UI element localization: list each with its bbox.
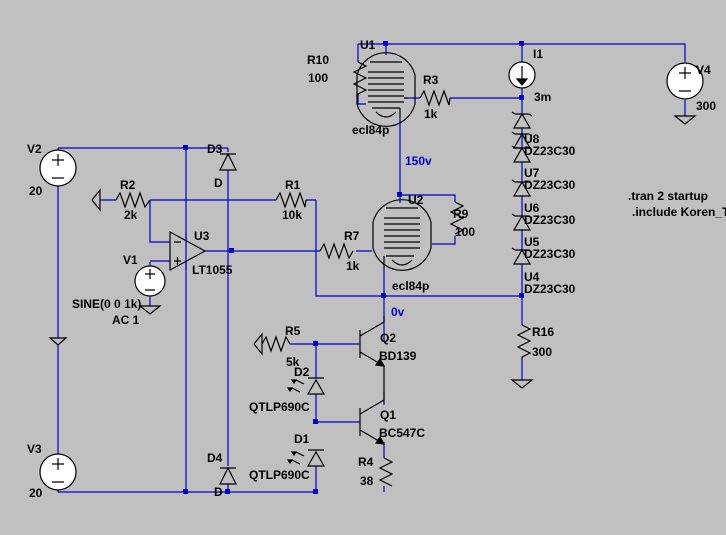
r10-name: R10 bbox=[307, 53, 329, 67]
v3-name: V3 bbox=[27, 442, 42, 456]
r2-value: 2k bbox=[124, 208, 138, 222]
led-d2[interactable] bbox=[286, 377, 326, 395]
component-labels: U1 ecl84p R10 100 R3 1k I1 3m V4 300 U8 … bbox=[27, 38, 716, 500]
q1-value: BC547C bbox=[379, 426, 425, 440]
i1-name: I1 bbox=[533, 47, 543, 61]
d3-value: D bbox=[214, 176, 223, 190]
v1-name: V1 bbox=[123, 253, 138, 267]
zener-chain-top bbox=[511, 111, 533, 129]
diode-d3[interactable] bbox=[219, 152, 237, 171]
resistor-r10[interactable] bbox=[352, 61, 368, 96]
v3-value: 20 bbox=[29, 486, 43, 500]
q2-value: BD139 bbox=[379, 349, 417, 363]
r5-value: 5k bbox=[286, 355, 300, 369]
r3-value: 1k bbox=[424, 107, 438, 121]
resistor-r1[interactable] bbox=[275, 191, 307, 209]
v2-name: V2 bbox=[27, 142, 42, 156]
net-label-150v: 150v bbox=[405, 154, 432, 168]
d4-name: D4 bbox=[207, 451, 223, 465]
u1-value: ecl84p bbox=[352, 123, 389, 137]
v1-ac: AC 1 bbox=[112, 313, 140, 327]
d2-name: D2 bbox=[294, 365, 310, 379]
r3-name: R3 bbox=[423, 73, 439, 87]
u6-value: DZ23C30 bbox=[524, 213, 576, 227]
u6-name: U6 bbox=[524, 201, 540, 215]
r1-value: 10k bbox=[282, 208, 302, 222]
tube-u2[interactable] bbox=[372, 199, 432, 271]
spice-directives: .tran 2 startup .include Koren_T bbox=[628, 189, 726, 219]
opamp-u3[interactable] bbox=[169, 230, 207, 272]
r2-name: R2 bbox=[120, 178, 136, 192]
u2-name: U2 bbox=[408, 193, 424, 207]
u2-value: ecl84p bbox=[392, 279, 429, 293]
r10-value: 100 bbox=[308, 71, 328, 85]
resistor-r3[interactable] bbox=[419, 89, 451, 107]
d1-name: D1 bbox=[294, 432, 310, 446]
d1-value: QTLP690C bbox=[249, 468, 310, 482]
d4-value: D bbox=[214, 485, 223, 499]
v4-name: V4 bbox=[696, 63, 711, 77]
u8-name: U8 bbox=[524, 132, 540, 146]
u5-name: U5 bbox=[524, 235, 540, 249]
r5-name: R5 bbox=[285, 324, 301, 338]
net-label-0v: 0v bbox=[391, 305, 405, 319]
u7-name: U7 bbox=[524, 166, 540, 180]
r4-name: R4 bbox=[358, 455, 374, 469]
v1-value: SINE(0 0 1k) bbox=[72, 297, 141, 311]
u4-value: DZ23C30 bbox=[524, 282, 576, 296]
v2-value: 20 bbox=[29, 184, 43, 198]
zener-u5[interactable] bbox=[511, 213, 533, 231]
r16-value: 300 bbox=[532, 345, 552, 359]
resistor-r9[interactable] bbox=[449, 201, 465, 235]
current-source-i1[interactable] bbox=[508, 61, 536, 89]
q2-name: Q2 bbox=[380, 331, 396, 345]
resistor-r4[interactable] bbox=[378, 457, 394, 487]
u3-name: U3 bbox=[194, 229, 210, 243]
voltage-source-v4[interactable] bbox=[666, 62, 704, 100]
u4-name: U4 bbox=[524, 270, 540, 284]
voltage-source-v2[interactable] bbox=[39, 149, 77, 187]
v4-value: 300 bbox=[696, 99, 716, 113]
directive-tran: .tran 2 startup bbox=[628, 189, 708, 203]
r4-value: 38 bbox=[360, 474, 374, 488]
u3-value: LT1055 bbox=[192, 263, 233, 277]
transistor-q2[interactable] bbox=[359, 316, 386, 392]
resistor-r7[interactable] bbox=[319, 242, 354, 260]
u7-value: DZ23C30 bbox=[524, 178, 576, 192]
u1-name: U1 bbox=[360, 38, 376, 52]
r7-value: 1k bbox=[346, 259, 360, 273]
junctions bbox=[183, 41, 524, 494]
tube-u1[interactable] bbox=[356, 52, 416, 127]
r16-name: R16 bbox=[532, 325, 554, 339]
u8-value: DZ23C30 bbox=[524, 144, 576, 158]
r1-name: R1 bbox=[285, 178, 301, 192]
transistor-q1[interactable] bbox=[359, 392, 386, 445]
resistor-r5[interactable] bbox=[261, 335, 291, 353]
directive-include: .include Koren_T bbox=[632, 205, 726, 219]
r9-name: R9 bbox=[453, 207, 469, 221]
voltage-source-v3[interactable] bbox=[39, 453, 77, 491]
i1-value: 3m bbox=[534, 90, 551, 104]
zener-u6[interactable] bbox=[511, 179, 533, 197]
led-d1[interactable] bbox=[286, 449, 326, 467]
r9-value: 100 bbox=[455, 225, 475, 239]
wires bbox=[57, 43, 686, 493]
d3-name: D3 bbox=[207, 142, 223, 156]
resistor-r2[interactable] bbox=[115, 191, 151, 209]
voltage-source-v1[interactable] bbox=[134, 265, 166, 297]
q1-name: Q1 bbox=[380, 408, 396, 422]
diode-d4[interactable] bbox=[219, 466, 237, 485]
ground-symbols bbox=[48, 115, 697, 389]
u5-value: DZ23C30 bbox=[524, 247, 576, 261]
net-labels: 150v 0v bbox=[391, 154, 432, 319]
zener-u7[interactable] bbox=[511, 145, 533, 163]
zener-u4[interactable] bbox=[511, 247, 533, 265]
resistor-r16[interactable] bbox=[516, 324, 532, 360]
r7-name: R7 bbox=[344, 229, 360, 243]
d2-value: QTLP690C bbox=[249, 400, 310, 414]
